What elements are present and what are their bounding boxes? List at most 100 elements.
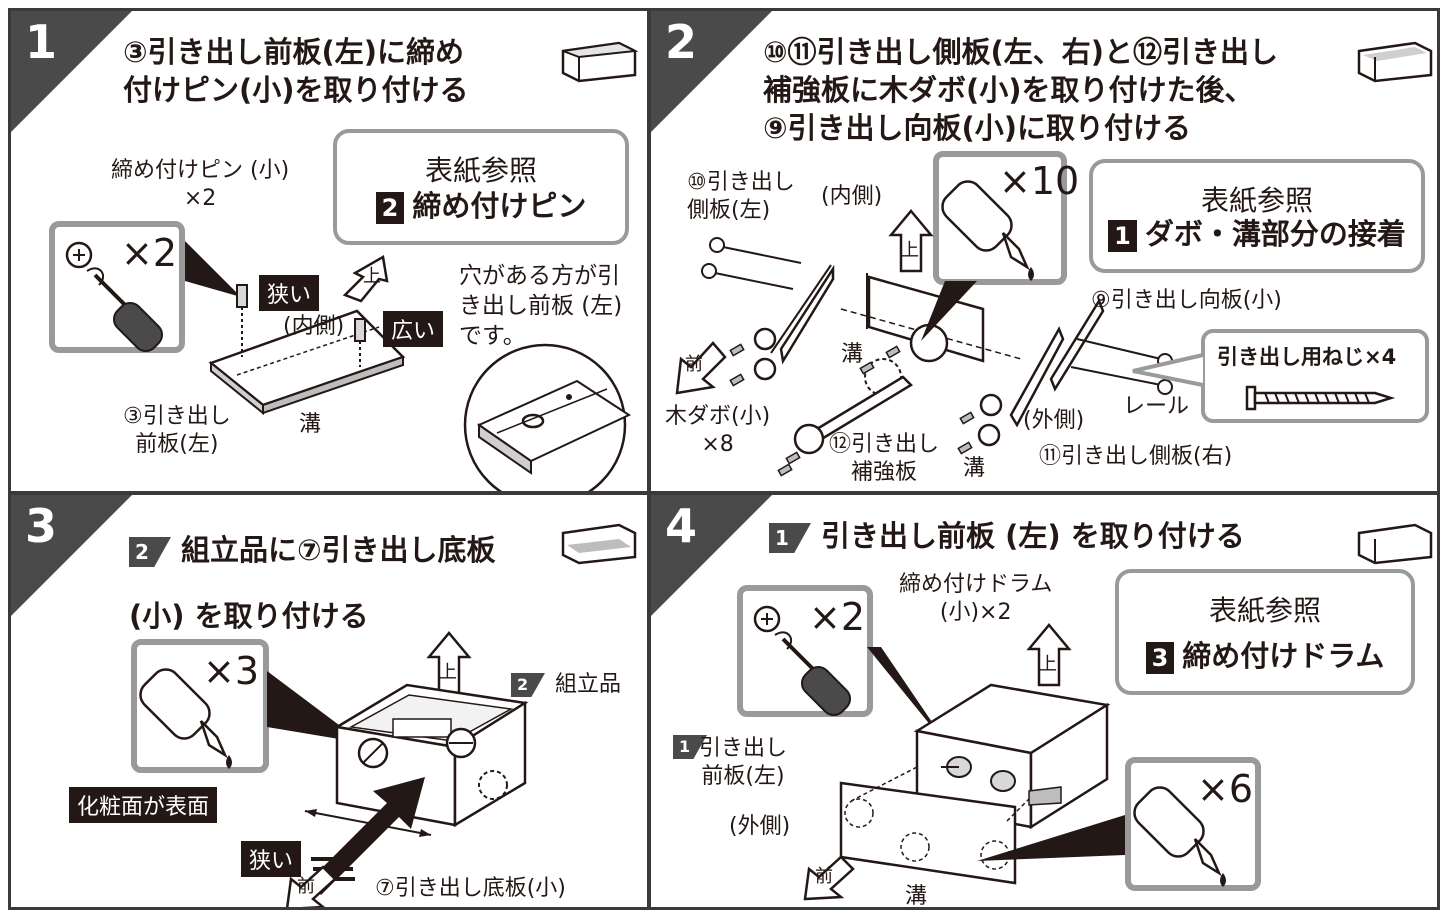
front-label: 前 <box>685 354 703 375</box>
step-number-3: 3 <box>25 499 58 553</box>
rail-label: レール <box>1123 394 1190 419</box>
step-number-1: 1 <box>25 15 58 69</box>
reference-text: 締め付けピン <box>412 189 587 223</box>
sub-step-badge: 2 <box>129 537 171 567</box>
narrow-tag: 狭い <box>241 841 302 877</box>
side-left-label: ⑩引き出し 側板(左) <box>687 170 795 223</box>
drawer-icon <box>1357 523 1433 565</box>
up-label: 上 <box>901 240 919 261</box>
dowel-label: 木ダボ(小) ×8 <box>665 404 771 457</box>
glue-count: ×6 <box>1197 767 1254 811</box>
screwdriver-icon <box>65 241 164 353</box>
screwdriver-box: ×2 <box>49 221 185 353</box>
glue-box-10: ×10 <box>933 151 1079 285</box>
bottom-board-label: ⑦引き出し底板(小) <box>375 876 566 901</box>
glue-box-6: ×6 <box>1125 757 1261 891</box>
drawer-box-drawing <box>333 683 529 828</box>
front-label: 前 <box>815 866 833 887</box>
step-corner-3 <box>11 495 134 618</box>
face-tag: 化粧面が表面 <box>69 787 218 823</box>
glue-count: ×10 <box>999 159 1080 203</box>
front-arrow <box>803 855 855 901</box>
pin-label: 締め付けピン (小) ×2 <box>111 158 290 211</box>
step-corner-1 <box>11 11 134 134</box>
screwdriver-box: ×2 <box>737 585 873 717</box>
cover-reference-heading: 表紙参照 <box>1208 594 1321 627</box>
front-board-text: 引き出し 前板(左) <box>699 736 788 789</box>
width-dimension <box>304 809 432 837</box>
inner-side-label: (内側) <box>283 314 345 339</box>
glue-bottle-icon <box>941 180 1034 281</box>
front-board-drawing <box>208 284 406 416</box>
spec-pointer <box>1132 353 1204 387</box>
detail-circle <box>463 343 632 491</box>
screwdriver-count: ×2 <box>809 595 866 639</box>
screwdriver-icon <box>753 605 852 717</box>
step-4-title-text: 引き出し前板 (左) を取り付ける <box>821 519 1245 553</box>
groove-label: 溝 <box>841 342 864 367</box>
screw-spec-label: 引き出し用ねじ×4 <box>1217 345 1397 369</box>
front-label: 前 <box>297 876 315 897</box>
glue-count: ×3 <box>203 649 260 693</box>
up-label: 上 <box>363 266 381 287</box>
reference-chip: 2 <box>375 192 405 224</box>
outer-label: (外側) <box>1023 408 1085 433</box>
narrow-tag: 狭い <box>259 275 320 311</box>
back-board-label: ⑨引き出し向板(小) <box>1091 288 1282 313</box>
sub-step-badge: 1 <box>769 523 811 553</box>
inner-label: (内側) <box>821 184 883 209</box>
groove-label: 溝 <box>905 884 928 909</box>
glue-box-3: ×3 <box>131 639 269 773</box>
reinforce-label: ⑫引き出し 補強板 <box>829 432 940 485</box>
screwdriver-count: ×2 <box>121 231 178 275</box>
step-panel-2: 2 ⑩⑪引き出し側板(左、右)と⑫引き出し 補強板に木ダボ(小)を取り付けた後、… <box>648 8 1440 494</box>
hole-note: 穴がある方が引 き出し前板 (左) です。 <box>459 263 623 349</box>
step-corner-2 <box>651 11 774 134</box>
outer-label: (外側) <box>729 814 791 839</box>
front-board-label: 1 <box>673 733 717 761</box>
wide-tag: 広い <box>383 311 444 347</box>
up-label: 上 <box>439 662 457 683</box>
pointer-wedge <box>921 281 977 341</box>
up-label: 上 <box>1039 654 1057 675</box>
glue-bottle-icon <box>1133 786 1226 887</box>
up-arrow <box>1026 623 1072 687</box>
front-arrow <box>675 341 727 395</box>
drawer-front-drawing <box>839 683 1111 885</box>
drum-label: 締め付けドラム (小)×2 <box>899 572 1053 625</box>
step-2-title: ⑩⑪引き出し側板(左、右)と⑫引き出し 補強板に木ダボ(小)を取り付けた後、 ⑨… <box>763 35 1279 145</box>
step-number-2: 2 <box>665 15 698 69</box>
screw-icon <box>1245 385 1396 411</box>
cover-reference-heading: 表紙参照 <box>1200 184 1313 217</box>
step-4-title: 1 引き出し前板 (左) を取り付ける <box>769 517 1245 555</box>
pointer-wedge <box>977 815 1125 861</box>
screw-spec-box: 引き出し用ねじ×4 <box>1201 329 1429 423</box>
step-1-title: ③引き出し前板(左)に締め 付けピン(小)を取り付ける <box>123 35 469 107</box>
cover-reference-heading: 表紙参照 <box>424 154 537 187</box>
groove-label-2: 溝 <box>963 456 986 481</box>
drawer-icon <box>561 41 639 83</box>
glue-bottle-icon <box>139 668 232 769</box>
reference-text: ダボ・溝部分の接着 <box>1144 217 1406 251</box>
front-board-label: ③引き出し 前板(左) <box>123 404 231 457</box>
drawer-icon <box>561 523 637 565</box>
pointer-wedge <box>185 241 241 297</box>
reference-chip: 1 <box>1108 220 1137 252</box>
reference-text: 締め付けドラム <box>1182 639 1385 673</box>
drawer-icon <box>1357 41 1433 83</box>
side-panel-assembly <box>701 237 1173 477</box>
step-3-title-text: 組立品に⑦引き出し底板 (小) を取り付ける <box>129 533 496 633</box>
up-arrow <box>342 255 389 303</box>
reference-chip: 3 <box>1145 642 1175 674</box>
